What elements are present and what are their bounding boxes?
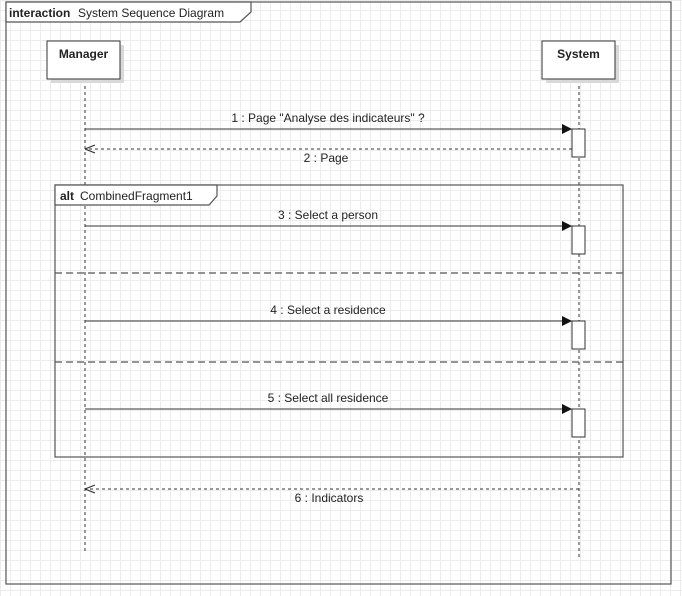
frame-title: System Sequence Diagram — [78, 6, 224, 20]
message-2-label: 2 : Page — [304, 151, 349, 165]
system-head[interactable] — [541, 40, 616, 80]
activation-bar-1 — [571, 128, 586, 158]
fragment-name: CombinedFragment1 — [80, 189, 193, 203]
combined-fragment[interactable] — [54, 184, 624, 458]
frame-keyword: interaction — [9, 6, 70, 20]
manager-label: Manager — [59, 47, 109, 61]
activation-bar-3 — [571, 320, 586, 350]
interaction-frame — [5, 1, 672, 585]
activation-bar-4 — [571, 408, 586, 438]
manager-head[interactable] — [46, 40, 121, 80]
message-5-label: 5 : Select all residence — [268, 391, 389, 405]
fragment-tab — [54, 184, 218, 206]
message-1-label: 1 : Page "Analyse des indicateurs" ? — [231, 111, 425, 125]
message-3-label: 3 : Select a person — [278, 208, 378, 222]
message-4-label: 4 : Select a residence — [270, 303, 386, 317]
frame-tab — [5, 1, 252, 23]
message-6-label: 6 : Indicators — [295, 491, 364, 505]
activation-bar-2 — [571, 225, 586, 255]
system-label: System — [557, 47, 600, 61]
fragment-operator: alt — [60, 189, 74, 203]
